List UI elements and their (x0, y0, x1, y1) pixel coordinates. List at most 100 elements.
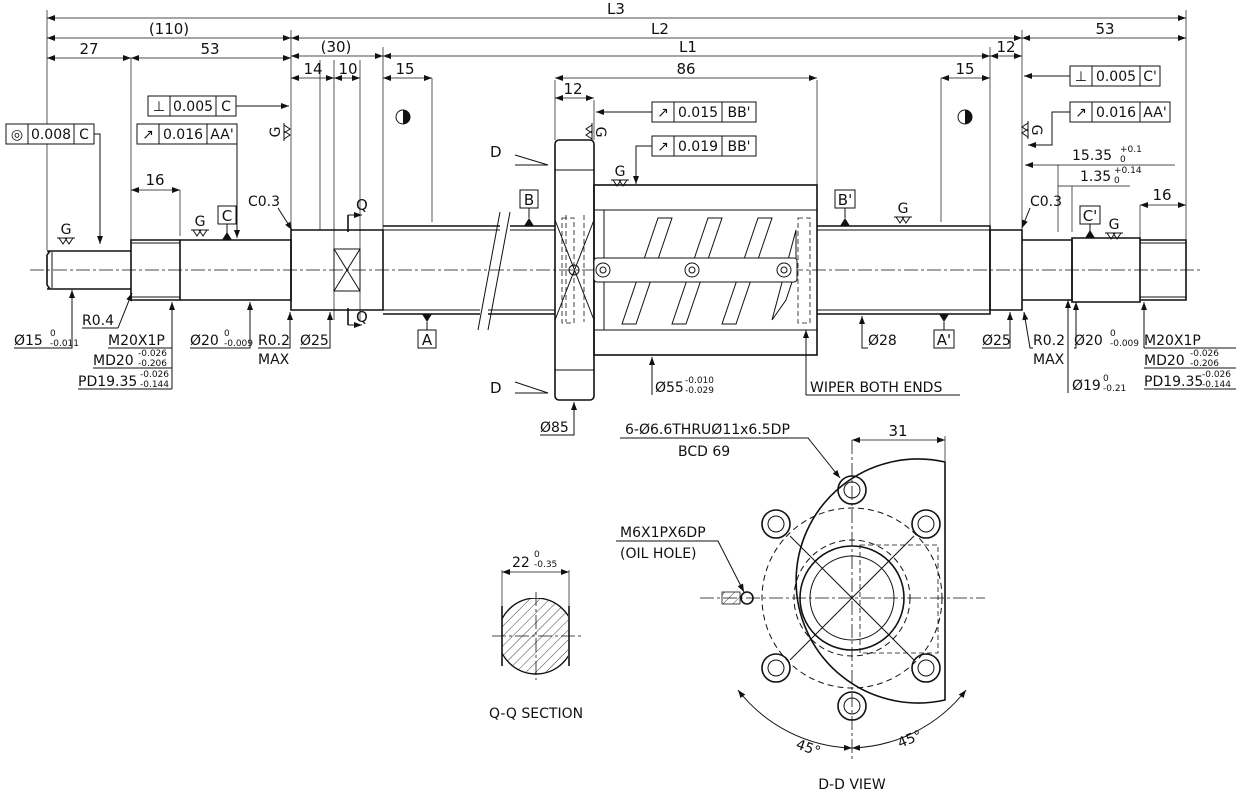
gdt-runout-right-frame: ↗ 0.016 AA' (1028, 101, 1171, 148)
screw-shaft: Q Q (46, 196, 555, 331)
bolt-hole-callout: 6-Ø6.6THRUØ11x6.5DP (625, 422, 790, 438)
screw-shaft-right (817, 225, 1187, 315)
perpendicularity-icon: ⊥ (153, 99, 165, 115)
gdt-runout-nut1-frame: ↗ 0.015 BB' (596, 101, 757, 123)
gdt-perp-right-frame: ⊥ 0.005 C' (1024, 65, 1161, 87)
q-q-section: 22 0 -0.35 Q-Q SECTION (489, 550, 583, 722)
dim-15-left: 15 (395, 60, 414, 78)
gdt-runout-nut1-val: 0.015 (678, 105, 718, 121)
runout-icon: ↗ (142, 127, 154, 143)
datum-a-label: A (422, 331, 433, 349)
datum-b-prime: B' (834, 189, 856, 226)
r02-left: R0.2 (258, 333, 290, 349)
dia-20-right: Ø20 (1074, 333, 1103, 349)
dia-20-right-up: 0 (1110, 329, 1116, 339)
thread-left-3: PD19.35 (78, 374, 137, 390)
dim-l1: L1 (679, 38, 697, 56)
dia-25-left: Ø25 (300, 333, 329, 349)
runout-icon: ↗ (657, 105, 669, 121)
datum-b: B (519, 189, 539, 226)
dim-53-right: 53 (1095, 20, 1114, 38)
dia-19-up: 0 (1103, 374, 1109, 384)
ball-nut: D D (490, 139, 818, 401)
dim-15-35-tol-lo: 0 (1120, 155, 1126, 165)
dim-12-left: 12 (563, 80, 582, 98)
dia-55-up: -0.010 (685, 376, 714, 386)
gdt-runout-right-val: 0.016 (1096, 105, 1136, 121)
dim-15-35: 15.35 (1072, 148, 1112, 164)
perpendicularity-icon: ⊥ (1075, 69, 1087, 85)
dim-53-left: 53 (200, 40, 219, 58)
dia-28: Ø28 (868, 333, 897, 349)
gdt-concentricity-frame: ◎ 0.008 C (5, 123, 103, 244)
dim-30: (30) (321, 38, 352, 56)
dim-10: 10 (338, 60, 357, 78)
oil-hole-callout: M6X1PX6DP (620, 525, 706, 541)
chamfer-right: C0.3 (1030, 194, 1062, 210)
datum-b2-label: B' (838, 191, 852, 209)
q-dim-22-lo: -0.35 (534, 560, 557, 570)
callouts: C0.3 C0.3 R0.4 M20X1P MD20 -0.026 -0.206… (14, 194, 1236, 436)
d-label-bottom: D (490, 379, 502, 397)
gdt-perp-left-ref: C (221, 99, 231, 115)
datum-a-prime: A' (933, 314, 955, 349)
dia-19-lo: -0.21 (1103, 384, 1126, 394)
dim-110: (110) (149, 20, 189, 38)
g-mark-7: G (592, 127, 608, 138)
bcd-label: BCD 69 (678, 444, 730, 460)
gdt-runout-nut2-ref: BB' (727, 139, 750, 155)
r02-right: R0.2 (1033, 333, 1065, 349)
g-mark-6: G (268, 127, 284, 138)
gdt-concentric-val: 0.008 (31, 127, 71, 143)
gdt-runout-nut1-ref: BB' (727, 105, 750, 121)
dia-19: Ø19 (1072, 378, 1101, 394)
dim-12-right: 12 (996, 38, 1015, 56)
runout-icon: ↗ (1075, 105, 1087, 121)
gdt-concentric-ref: C (79, 127, 89, 143)
q-dim-22: 22 (512, 555, 530, 571)
datum-c-label: C (222, 207, 232, 225)
g-mark-4: G (898, 201, 909, 217)
thread-left-3-lo: -0.144 (140, 380, 169, 390)
dim-15-35-tol-up: +0.1 (1120, 145, 1142, 155)
g-mark-2: G (195, 214, 206, 230)
chamfer-left: C0.3 (248, 194, 280, 210)
q-q-section-title: Q-Q SECTION (489, 706, 583, 722)
concentricity-icon: ◎ (11, 127, 23, 143)
datum-symbols: C B B' C' A (217, 189, 1101, 349)
thread-right-2: MD20 (1144, 353, 1185, 369)
max-right: MAX (1033, 352, 1065, 368)
thread-right-3-lo: -0.144 (1202, 380, 1231, 390)
thread-right-2-lo: -0.206 (1190, 359, 1219, 369)
half-filled-circle-icon (395, 109, 973, 125)
dia-55-lo: -0.029 (685, 386, 714, 396)
gdt-runout-nut2-frame: ↗ 0.019 BB' (633, 135, 757, 184)
thread-left-2-lo: -0.206 (138, 359, 167, 369)
d-label-top: D (490, 143, 502, 161)
gdt-perp-right-val: 0.005 (1096, 69, 1136, 85)
q-label-top: Q (356, 196, 368, 214)
dia-20-right-lo: -0.009 (1110, 339, 1139, 349)
thread-left-2-up: -0.026 (138, 349, 167, 359)
dim-27: 27 (79, 40, 98, 58)
dimension-chain: L3 (110) L2 53 27 53 (30) L1 12 14 10 15… (46, 0, 1187, 320)
thread-left-3-up: -0.026 (140, 370, 169, 380)
wiper-label: WIPER BOTH ENDS (810, 380, 942, 396)
thread-right-3-up: -0.026 (1202, 370, 1231, 380)
thread-right-3: PD19.35 (1144, 374, 1203, 390)
gdt-perp-right-ref: C' (1143, 69, 1157, 85)
g-mark-8: G (1028, 125, 1044, 136)
g-mark-5: G (1109, 217, 1120, 233)
dia-25-right: Ø25 (982, 333, 1011, 349)
dia-15: Ø15 (14, 333, 43, 349)
g-mark-3: G (615, 164, 626, 180)
gdt-runout-nut2-val: 0.019 (678, 139, 718, 155)
gdt-runout-left-ref: AA' (210, 127, 233, 143)
dia-20-left: Ø20 (190, 333, 219, 349)
oil-hole-label: (OIL HOLE) (620, 546, 697, 562)
gdt-runout-right-ref: AA' (1143, 105, 1166, 121)
runout-icon: ↗ (657, 139, 669, 155)
datum-b-label: B (524, 191, 534, 209)
dim-l3: L3 (607, 0, 625, 18)
